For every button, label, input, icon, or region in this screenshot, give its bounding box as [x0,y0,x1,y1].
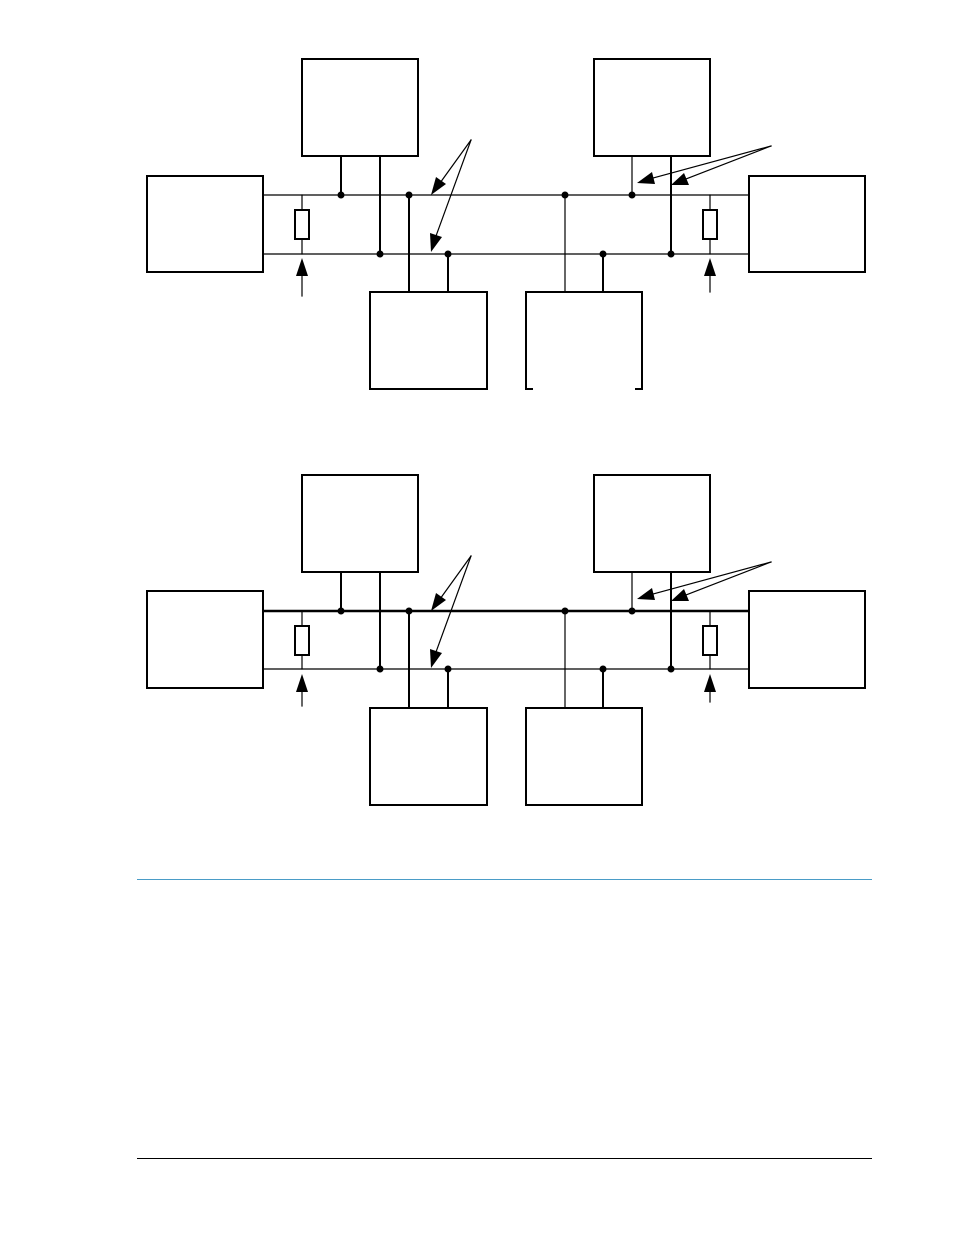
footer-divider-rule [137,1158,872,1159]
node-box-bottom-right [525,707,643,806]
arrow-up-left [296,258,308,297]
terminator-resistor-left [294,194,310,255]
node-box-top-left [301,58,419,157]
junction-dot [628,607,636,615]
junction-dot [599,250,607,258]
junction-dot [376,665,384,673]
node-box-bottom-left [369,291,488,390]
arrow-up-right [704,674,716,703]
junction-dot [599,665,607,673]
section-divider-rule [137,879,872,880]
node-box-right [748,175,866,273]
node-box-top-right [593,474,711,573]
junction-dot [376,250,384,258]
node-box-bottom-left [369,707,488,806]
node-box-right [748,590,866,689]
bus-network-diagram-top [0,40,954,400]
junction-dot [444,665,452,673]
terminator-resistor-left [294,610,310,670]
node-box-left [146,175,264,273]
callout-arrows-right [637,561,772,601]
bus-network-diagram-top-svg [146,58,866,390]
terminator-resistor-right [702,610,718,670]
arrow-up-right [704,258,716,293]
callout-arrows-left [430,139,472,252]
bus-network-diagram-bottom-svg [146,474,866,806]
junction-dot [628,191,636,199]
node-box-top-left [301,474,419,573]
callout-arrows-right [637,145,772,185]
junction-dot [667,665,675,673]
junction-dot [561,191,569,199]
junction-dot [444,250,452,258]
bus-network-diagram-bottom [0,456,954,816]
arrow-up-left [296,674,308,707]
callout-arrows-left [430,555,472,668]
junction-dot [561,607,569,615]
junction-dot [337,191,345,199]
node-box-left [146,590,264,689]
junction-dot [667,250,675,258]
junction-dot [337,607,345,615]
junction-dot [405,607,413,615]
node-box-top-right [593,58,711,157]
terminator-resistor-right [702,194,718,255]
node-box-bottom-right [525,291,643,390]
junction-dot [405,191,413,199]
